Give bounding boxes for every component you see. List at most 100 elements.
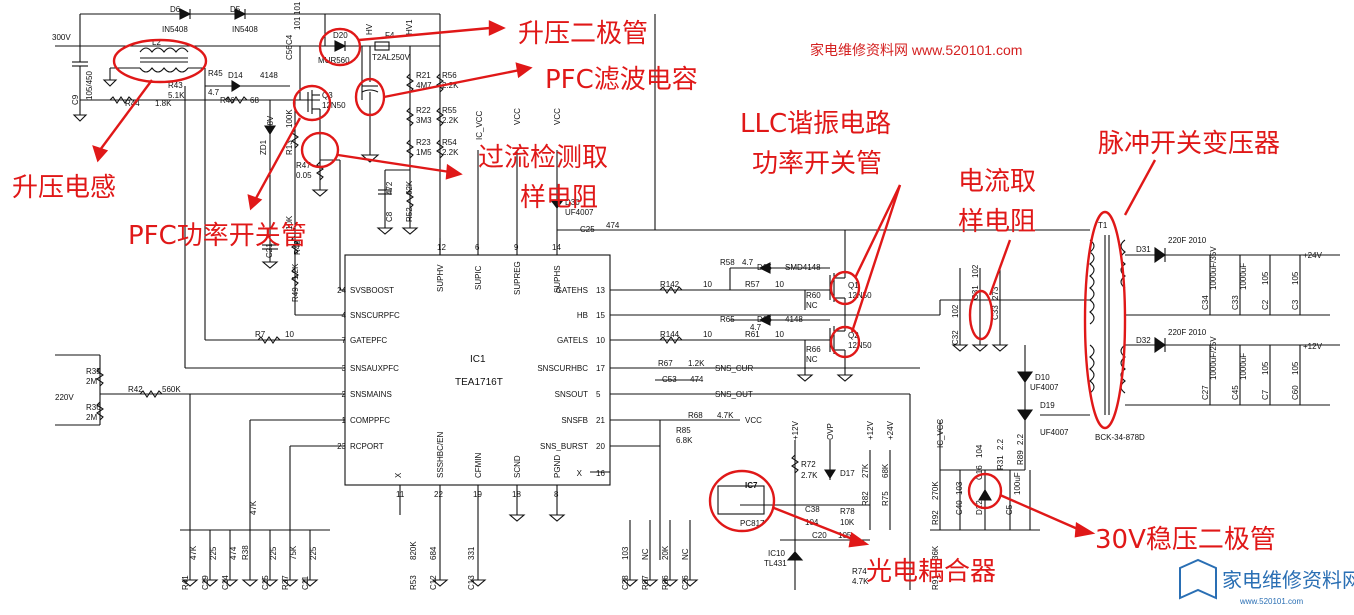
part-value: UF4007 bbox=[565, 208, 594, 217]
part-value: 10 bbox=[703, 330, 712, 339]
part-value: 4.7 bbox=[742, 258, 754, 267]
part-ref: R82 bbox=[861, 491, 870, 506]
annotations: 升压二极管 PFC滤波电容 LLC谐振电路 功率开关管 脉冲开关变压器 升压电感… bbox=[12, 19, 1280, 587]
part-ref: Q1 bbox=[848, 281, 859, 290]
part-value: 10K bbox=[285, 215, 294, 230]
part-value: 105 bbox=[1291, 271, 1300, 285]
part-value: 1.8K bbox=[155, 99, 172, 108]
part-ref: D10 bbox=[1035, 373, 1050, 382]
ic-pin-name: SNSFB bbox=[561, 416, 588, 425]
highlight-llc-q2 bbox=[829, 325, 861, 359]
annotation-pfc-mosfet: PFC功率开关管 bbox=[128, 221, 307, 251]
part-ref: C20 bbox=[812, 531, 827, 540]
part-value: 2.2K bbox=[442, 81, 459, 90]
ic-pin-name: SNS_BURST bbox=[540, 442, 588, 451]
part-ref: R42 bbox=[128, 385, 143, 394]
part-ref: D30 bbox=[565, 198, 580, 207]
annotation-transformer: 脉冲开关变压器 bbox=[1098, 129, 1280, 159]
part-ref: R56 bbox=[442, 71, 457, 80]
ic-pin-num: 8 bbox=[554, 490, 559, 499]
ic-pin-num: 24 bbox=[337, 286, 346, 295]
part-ref: R65 bbox=[720, 315, 735, 324]
part-ref: R43 bbox=[168, 81, 183, 90]
part-ref: C7 bbox=[1261, 389, 1270, 400]
part-ref: D14 bbox=[228, 71, 243, 80]
net-hv1: HV1 bbox=[405, 19, 414, 35]
part-ref: D15 bbox=[757, 263, 772, 272]
annotation-pfc-cap: PFC滤波电容 bbox=[545, 65, 698, 95]
part-ref: R41 bbox=[181, 575, 190, 590]
part-value: IN5408 bbox=[162, 25, 188, 34]
rail-220v: 220V bbox=[55, 393, 74, 402]
part-ref: C19 bbox=[201, 575, 210, 590]
schematic-wiring bbox=[55, 8, 1340, 590]
part-value: 101 bbox=[293, 1, 302, 15]
part-value: 225 bbox=[309, 546, 318, 560]
part-value: 105 bbox=[1261, 361, 1270, 375]
annotation-marks bbox=[92, 20, 1157, 548]
net-vcc: VCC bbox=[513, 108, 522, 125]
part-ref: R46 bbox=[220, 96, 235, 105]
part-value: 6.8K bbox=[676, 436, 693, 445]
part-ref: C21 bbox=[265, 243, 274, 258]
ic-pin-name: RCPORT bbox=[350, 442, 384, 451]
part-value: 2M bbox=[86, 413, 97, 422]
ic-pin-num: 21 bbox=[596, 416, 605, 425]
ic-pin-name: SUPHS bbox=[553, 265, 562, 293]
part-value: NC bbox=[641, 548, 650, 560]
part-value: 1.2K bbox=[291, 263, 300, 280]
part-value: 4.7K bbox=[717, 411, 734, 420]
part-value: 0.05 bbox=[296, 171, 312, 180]
part-ref: C34 bbox=[1201, 295, 1210, 310]
part-value: IN5408 bbox=[232, 25, 258, 34]
ic-pin-num: 5 bbox=[596, 390, 601, 399]
net-ic-vcc: IC_VCC bbox=[936, 418, 945, 448]
part-value: 1000uF bbox=[1239, 353, 1248, 380]
part-ref: C28 bbox=[621, 575, 630, 590]
net-hv: HV bbox=[365, 23, 374, 35]
part-value: 104 bbox=[975, 444, 984, 458]
part-value: 102 bbox=[971, 264, 980, 278]
part-value: PC817 bbox=[740, 519, 765, 528]
net-labels: 300V 220V +24V +12V IC_VCC VCC VCC +12V … bbox=[52, 19, 1323, 448]
part-value: 820K bbox=[409, 541, 418, 560]
part-ref: R60 bbox=[806, 291, 821, 300]
part-ref: R89 bbox=[1016, 450, 1025, 465]
part-value: 12N50 bbox=[848, 291, 872, 300]
part-value: 474 bbox=[690, 375, 704, 384]
ic-pin-num: 14 bbox=[552, 243, 561, 252]
highlight-llc-q1 bbox=[829, 270, 861, 306]
ic-pin-num: 7 bbox=[342, 336, 347, 345]
ic-pins: SVSBOOST 24 SNSCURPFC 4 GATEPFC 7 SNSAUX… bbox=[337, 243, 605, 499]
part-ref: C5 bbox=[1005, 504, 1014, 515]
ic-pin-num: 2 bbox=[342, 390, 347, 399]
part-ref: R44 bbox=[125, 99, 140, 108]
ic-ref: IC1 bbox=[470, 354, 486, 365]
part-ref: D6 bbox=[170, 5, 181, 14]
part-ref: C15 bbox=[261, 575, 270, 590]
ic-part: TEA1716T bbox=[455, 377, 503, 388]
highlight-pfc-mosfet bbox=[292, 84, 332, 122]
part-value: 36K bbox=[931, 545, 940, 560]
part-value: 2.2 bbox=[1016, 433, 1025, 445]
part-ref: C8 bbox=[385, 211, 394, 222]
part-ref: R21 bbox=[416, 71, 431, 80]
part-ref: R52 bbox=[405, 207, 414, 222]
ic-pin-name: SNSAUXPFC bbox=[350, 364, 399, 373]
part-ref: IC7 bbox=[745, 481, 758, 490]
part-ref: Q2 bbox=[848, 331, 859, 340]
annotation-boost-inductor: 升压电感 bbox=[12, 173, 116, 203]
part-value: 1M5 bbox=[416, 148, 432, 157]
part-value: 105 bbox=[1291, 361, 1300, 375]
ic-pin-num: 17 bbox=[596, 364, 605, 373]
part-ref: R13 bbox=[285, 140, 294, 155]
highlight-optocoupler bbox=[708, 469, 776, 533]
part-value: 220F 2010 bbox=[1168, 236, 1207, 245]
ic-pin-name: X bbox=[394, 472, 403, 478]
part-value: 2.2K bbox=[442, 148, 459, 157]
ic-pin-num: 16 bbox=[596, 469, 605, 478]
part-value: 4.7 bbox=[208, 88, 220, 97]
rail-300v: 300V bbox=[52, 33, 71, 42]
part-ref: R54 bbox=[442, 138, 457, 147]
